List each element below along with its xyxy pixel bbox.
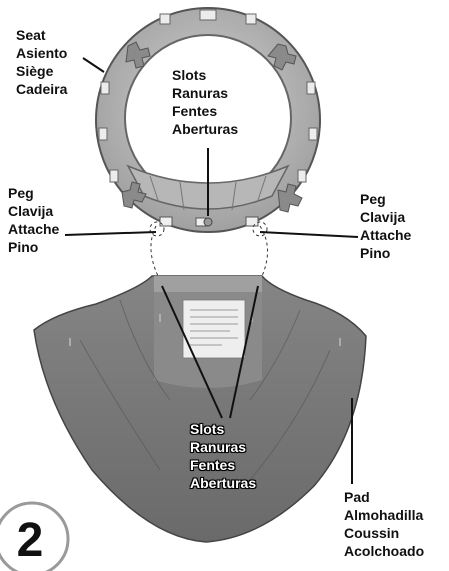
slots-pad-label: Slots Ranuras Fentes Aberturas (190, 420, 256, 492)
seat-pad (34, 276, 366, 542)
peg-left-label: Peg Clavija Attache Pino (8, 184, 59, 256)
peg-right-label: Peg Clavija Attache Pino (360, 190, 411, 262)
step-number-badge: 2 (0, 503, 68, 571)
pad-label: Pad Almohadilla Coussin Acolchoado (344, 488, 424, 560)
step-number: 2 (17, 514, 44, 567)
slots-ring-label: Slots Ranuras Fentes Aberturas (172, 66, 238, 138)
seat-label: Seat Asiento Siège Cadeira (16, 26, 67, 98)
